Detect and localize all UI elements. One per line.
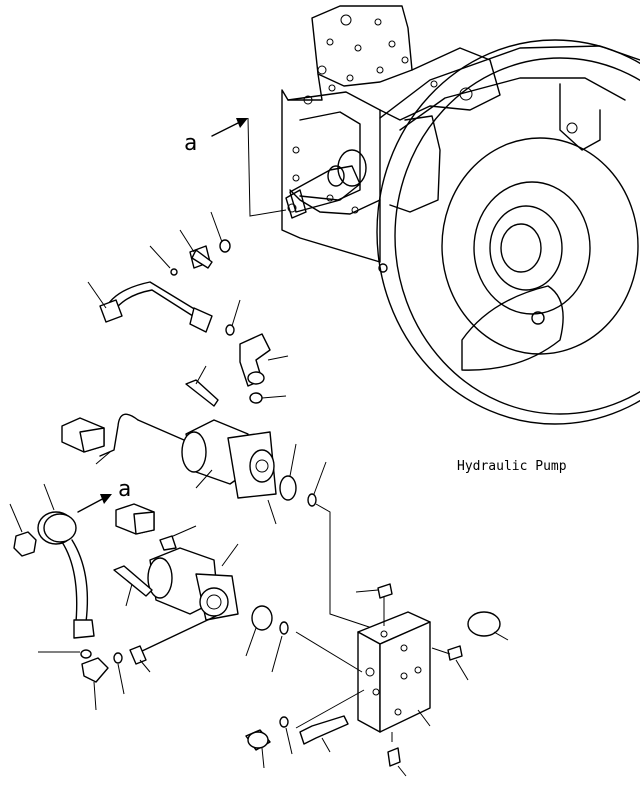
view-marker-top: a (184, 131, 197, 156)
view-a-arrow-top: a (184, 117, 287, 217)
bolt-upper (185, 365, 219, 407)
pipe-assembly (87, 281, 241, 336)
solenoid-valve-upper (61, 413, 277, 525)
solenoid-valve-lower (113, 503, 239, 653)
hydraulic-pump (281, 5, 640, 425)
adapter-fitting-top (149, 211, 231, 276)
lower-center-fittings (245, 605, 349, 769)
manifold-block (295, 503, 431, 733)
elbow-fitting (239, 333, 289, 404)
o-rings-mid (279, 443, 327, 507)
view-marker-mid: a (118, 477, 131, 502)
view-a-arrow-mid: a (77, 477, 131, 513)
lower-left-fittings (38, 645, 151, 711)
left-hose-parts (9, 483, 95, 639)
hydraulic-pump-label: Hydraulic Pump (457, 459, 567, 474)
manifold-plugs (355, 583, 509, 777)
